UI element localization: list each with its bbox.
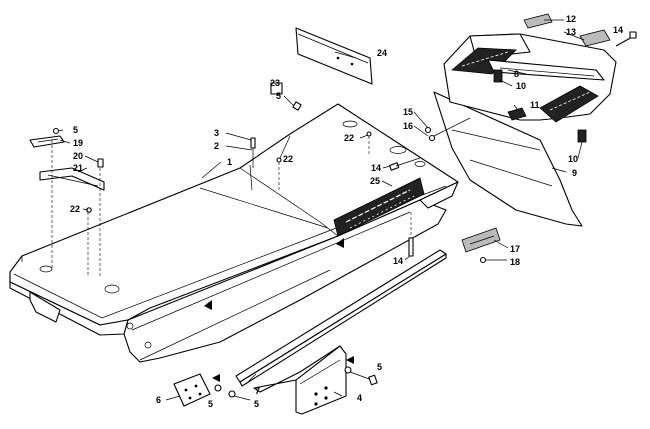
callout-8: 8 [514, 69, 519, 79]
callout-10-upper: 10 [516, 81, 526, 91]
callout-17: 17 [510, 244, 520, 254]
fasteners-15-16 [424, 117, 471, 142]
callout-6: 6 [156, 395, 161, 405]
callout-5-plate-left: 5 [208, 399, 213, 409]
callout-1: 1 [227, 157, 232, 167]
bolt-14-top [615, 31, 637, 47]
rear-bumper-part-9 [433, 33, 617, 227]
callout-24: 24 [377, 48, 387, 58]
bracket-part-4 [253, 345, 378, 415]
flap-part-24 [295, 27, 373, 85]
callout-2: 2 [214, 141, 219, 151]
callout-14-bottom: 14 [393, 256, 403, 266]
callout-12: 12 [566, 14, 576, 24]
leader-lines [57, 19, 585, 401]
callout-18: 18 [510, 257, 520, 267]
decal-part-25 [333, 177, 425, 237]
callout-5-rear-bracket: 5 [377, 362, 382, 372]
callout-5-front: 5 [73, 125, 78, 135]
callout-19: 19 [73, 138, 83, 148]
callout-7: 7 [255, 386, 260, 396]
callout-22-rear: 22 [344, 133, 354, 143]
fasteners-front [51, 127, 104, 278]
callout-16: 16 [403, 121, 413, 131]
reflector-part-17 [461, 227, 507, 264]
callout-5-deck: 5 [276, 91, 281, 101]
bracket-part-21 [39, 167, 105, 191]
callout-9: 9 [572, 168, 577, 178]
fasteners-14 [389, 157, 421, 257]
callout-23: 23 [270, 78, 280, 88]
callout-14-mid: 14 [371, 163, 381, 173]
callout-22-front: 22 [70, 204, 80, 214]
callout-labels: 1 2 3 4 5 5 5 5 5 6 7 8 9 10 10 11 12 13… [70, 14, 623, 409]
callout-13: 13 [566, 27, 576, 37]
cap-part-12 [523, 13, 553, 29]
fasteners-deck [250, 82, 372, 190]
rail-part-7 [235, 249, 447, 387]
callout-14-top: 14 [613, 25, 623, 35]
plate-part-6 [173, 373, 251, 407]
callout-4: 4 [357, 393, 362, 403]
callout-21: 21 [73, 163, 83, 173]
callout-22-deck: 22 [283, 154, 293, 164]
cap-part-13 [579, 29, 611, 47]
callout-11: 11 [530, 100, 540, 110]
callout-15: 15 [403, 107, 413, 117]
callout-10-lower: 10 [568, 154, 578, 164]
callout-20: 20 [73, 151, 83, 161]
tunnel-part-1 [9, 103, 459, 363]
callout-25: 25 [370, 176, 380, 186]
bracket-part-19 [29, 135, 65, 148]
callout-5-plate-right: 5 [254, 399, 259, 409]
callout-3: 3 [214, 128, 219, 138]
